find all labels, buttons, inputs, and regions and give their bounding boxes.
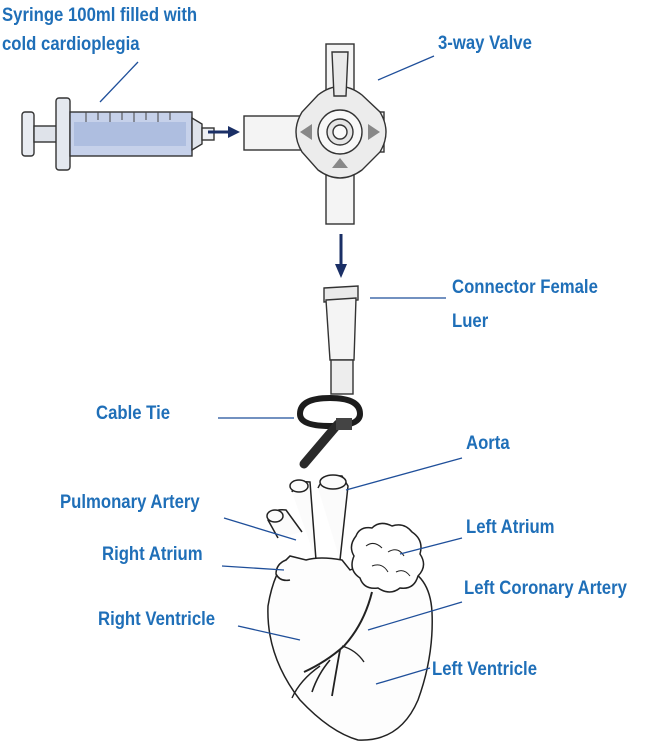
- left-atrium-label: Left Atrium: [466, 517, 555, 538]
- connector-label-line2: Luer: [452, 311, 489, 332]
- cable-tie-label: Cable Tie: [96, 403, 171, 424]
- arrow-down: [335, 234, 347, 278]
- syringe: [21, 97, 215, 171]
- left-coronary-artery-label: Left Coronary Artery: [464, 578, 627, 599]
- syringe-label-line2: cold cardioplegia: [2, 34, 140, 55]
- connector-female-luer: [323, 285, 359, 395]
- heart: [266, 474, 433, 741]
- cable-tie: [296, 394, 364, 469]
- syringe-label-line1: Syringe 100ml filled with: [2, 5, 198, 26]
- three-way-valve: [243, 43, 387, 225]
- valve-label: 3-way Valve: [438, 33, 532, 54]
- leader-lines: [99, 55, 463, 685]
- connector-label-line1: Connector Female: [452, 277, 598, 298]
- right-atrium-label: Right Atrium: [102, 544, 203, 565]
- arrow-right: [208, 126, 240, 138]
- aorta-label: Aorta: [466, 433, 510, 454]
- right-ventricle-label: Right Ventricle: [98, 609, 216, 630]
- pulmonary-artery-label: Pulmonary Artery: [60, 492, 200, 513]
- left-ventricle-label: Left Ventricle: [432, 659, 538, 680]
